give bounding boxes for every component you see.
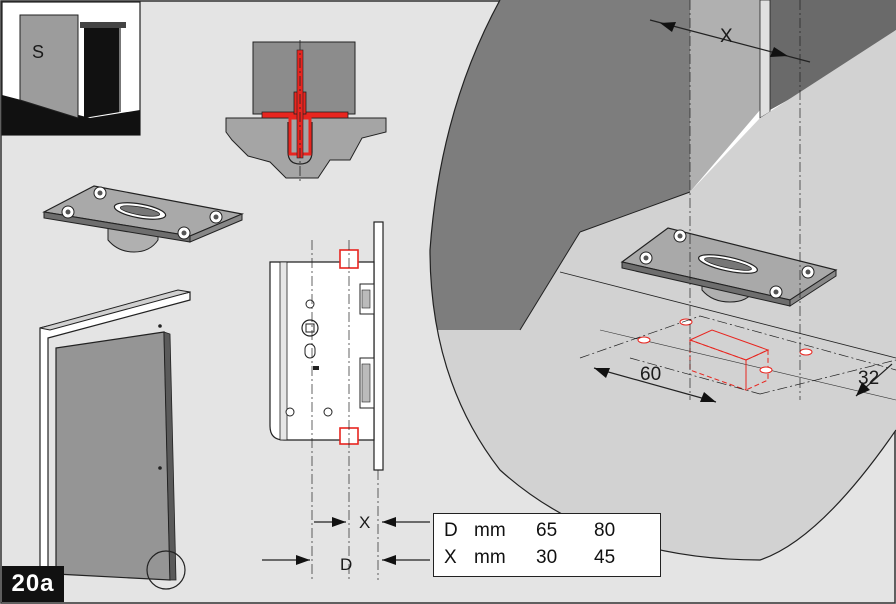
floor-section-view xyxy=(225,40,387,182)
floor-strike-plate xyxy=(42,185,245,253)
inset-door-label: S xyxy=(32,42,44,62)
lock-faceplate xyxy=(373,221,384,471)
table-row: X mm 30 45 xyxy=(444,544,660,571)
table-cell: 80 xyxy=(594,520,616,541)
width-60-label: 60 xyxy=(640,364,661,385)
dimension-table: D mm 65 80 X mm 30 45 xyxy=(433,513,661,577)
door-leaf xyxy=(55,331,171,581)
table-cell: 30 xyxy=(536,547,558,568)
table-cell: mm xyxy=(474,520,506,541)
lock-dimension-arrows xyxy=(262,517,430,565)
door-inset: S xyxy=(1,1,141,136)
lock-case-elevation xyxy=(269,221,384,580)
door-panel-inset xyxy=(19,14,79,119)
table-cell: 45 xyxy=(594,547,616,568)
detail-magnified-view: X 60 32 xyxy=(430,0,896,604)
table-row: D mm 65 80 xyxy=(444,517,660,544)
x-upper-label: X xyxy=(720,26,733,47)
x-lower-label: X xyxy=(359,513,370,532)
table-cell: X xyxy=(444,547,457,568)
door-open-view xyxy=(39,289,191,590)
d-lower-label: D xyxy=(340,555,352,574)
table-cell: D xyxy=(444,520,458,541)
depth-32-label: 32 xyxy=(858,368,879,389)
detail-circle xyxy=(146,550,186,590)
floor-cross-section xyxy=(225,117,387,179)
figure-number-badge: 20a xyxy=(2,566,64,602)
detail-circle-outline xyxy=(429,0,896,561)
table-cell: 65 xyxy=(536,520,558,541)
table-cell: mm xyxy=(474,547,506,568)
